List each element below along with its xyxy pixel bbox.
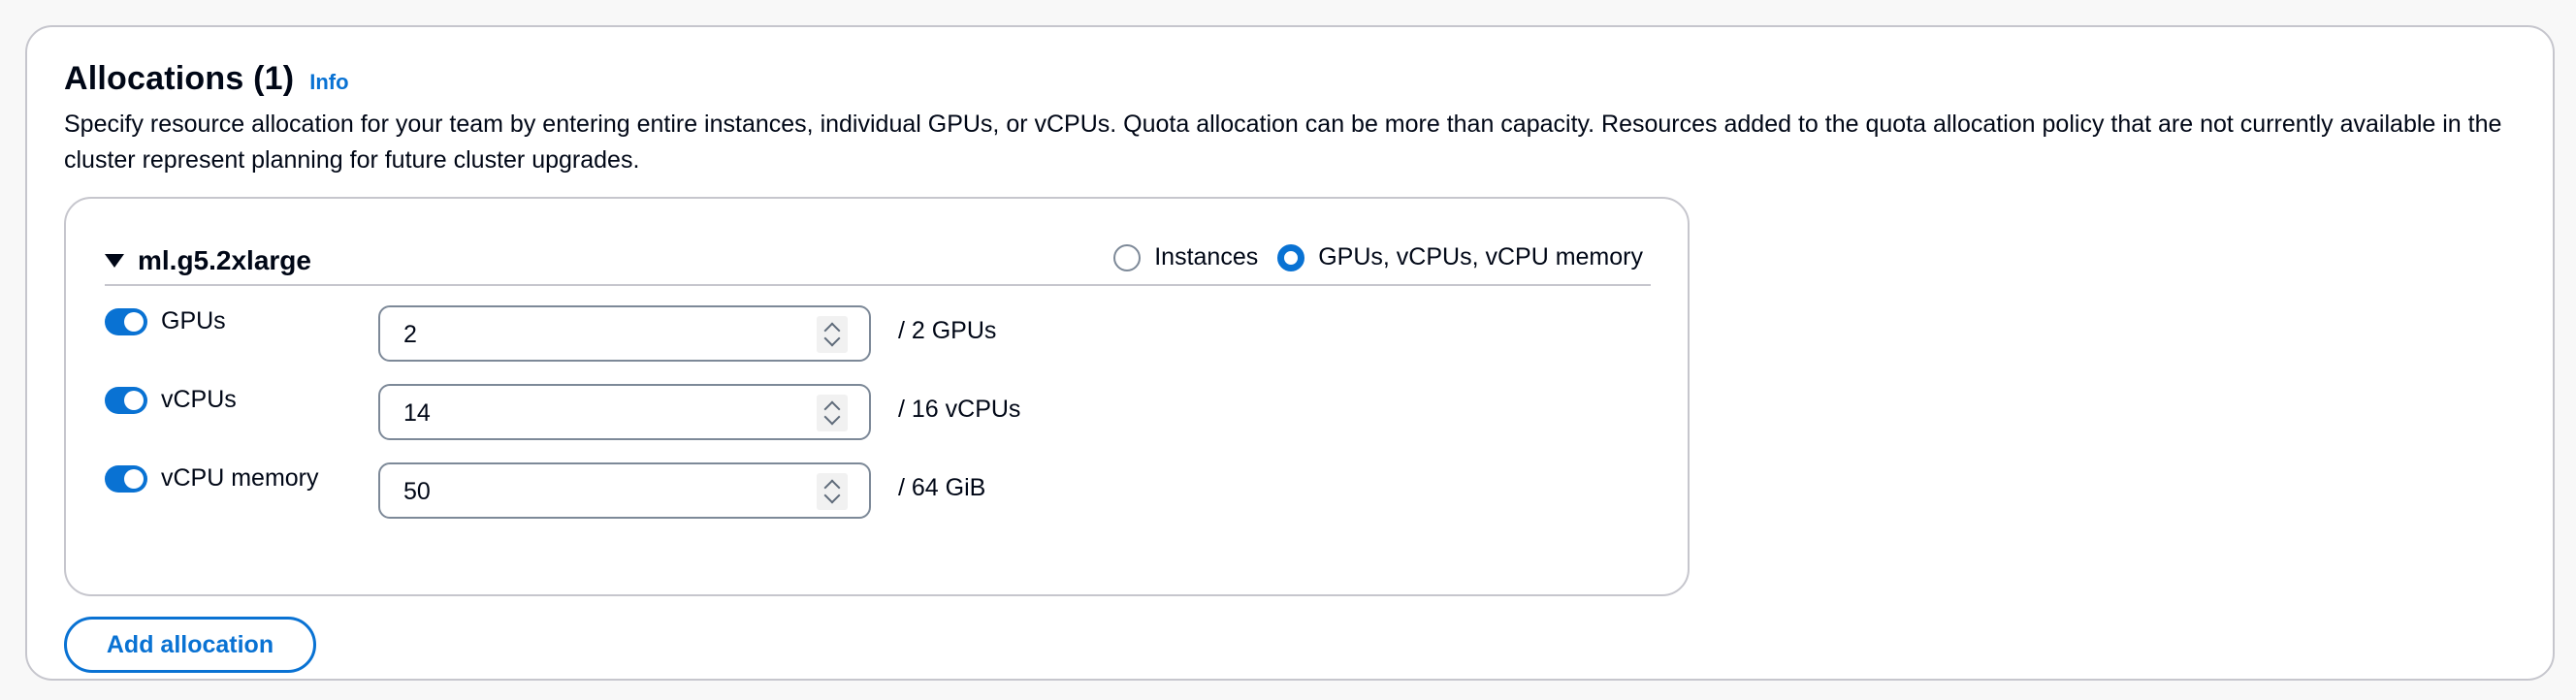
gpus-stepper[interactable]: 2 <box>378 305 871 362</box>
gpus-toggle[interactable] <box>105 308 147 335</box>
vcpu-memory-toggle[interactable] <box>105 465 147 493</box>
radio-label-gpus-vcpus: GPUs, vCPUs, vCPU memory <box>1318 243 1643 270</box>
allocation-row-gpus: GPUs 2 / 2 GPUs <box>105 305 1651 364</box>
info-link[interactable]: Info <box>309 70 349 94</box>
allocation-card: ml.g5.2xlarge Instances GPUs, vCPUs, vCP… <box>64 197 1690 596</box>
vcpus-label: vCPUs <box>161 386 237 413</box>
toggle-knob <box>124 469 144 489</box>
vcpus-capacity: / 16 vCPUs <box>898 396 1021 423</box>
vcpu-memory-label: vCPU memory <box>161 464 319 492</box>
section-description: Specify resource allocation for your tea… <box>64 111 2502 174</box>
radio-instances[interactable] <box>1113 243 1142 271</box>
vcpu-memory-spin-buttons[interactable] <box>817 473 848 510</box>
allocation-row-vcpu-memory: vCPU memory 50 / 64 GiB <box>105 462 1651 521</box>
radio-option-gpus-vcpus[interactable]: GPUs, vCPUs, vCPU memory <box>1277 243 1643 271</box>
allocations-panel: Allocations (1) Info Specify resource al… <box>25 25 2555 681</box>
add-allocation-button[interactable]: Add allocation <box>64 617 316 673</box>
section-title: Allocations (1) <box>64 60 295 97</box>
vcpu-memory-capacity: / 64 GiB <box>898 474 986 501</box>
toggle-knob <box>124 391 144 410</box>
gpus-label: GPUs <box>161 307 226 334</box>
vcpus-toggle[interactable] <box>105 387 147 414</box>
radio-label-instances: Instances <box>1154 243 1259 270</box>
allocation-row-vcpus: vCPUs 14 / 16 vCPUs <box>105 384 1651 442</box>
vcpus-spin-buttons[interactable] <box>817 395 848 431</box>
vcpus-value[interactable]: 14 <box>403 399 431 427</box>
vcpu-memory-value[interactable]: 50 <box>403 478 431 505</box>
caret-down-icon <box>105 254 124 268</box>
radio-option-instances[interactable]: Instances <box>1113 243 1258 271</box>
vcpu-memory-stepper[interactable]: 50 <box>378 462 871 519</box>
vcpus-stepper[interactable]: 14 <box>378 384 871 440</box>
gpus-value[interactable]: 2 <box>403 321 417 348</box>
radio-gpus-vcpus[interactable] <box>1277 243 1305 271</box>
allocation-mode-radio-group: Instances GPUs, vCPUs, vCPU memory <box>1113 243 1643 271</box>
instance-expander[interactable]: ml.g5.2xlarge <box>105 245 311 276</box>
instance-type-label: ml.g5.2xlarge <box>138 245 311 275</box>
allocation-card-header: ml.g5.2xlarge Instances GPUs, vCPUs, vCP… <box>105 239 1651 286</box>
section-header: Allocations (1) Info <box>64 60 349 98</box>
gpus-spin-buttons[interactable] <box>817 316 848 353</box>
gpus-capacity: / 2 GPUs <box>898 317 997 344</box>
toggle-knob <box>124 312 144 332</box>
